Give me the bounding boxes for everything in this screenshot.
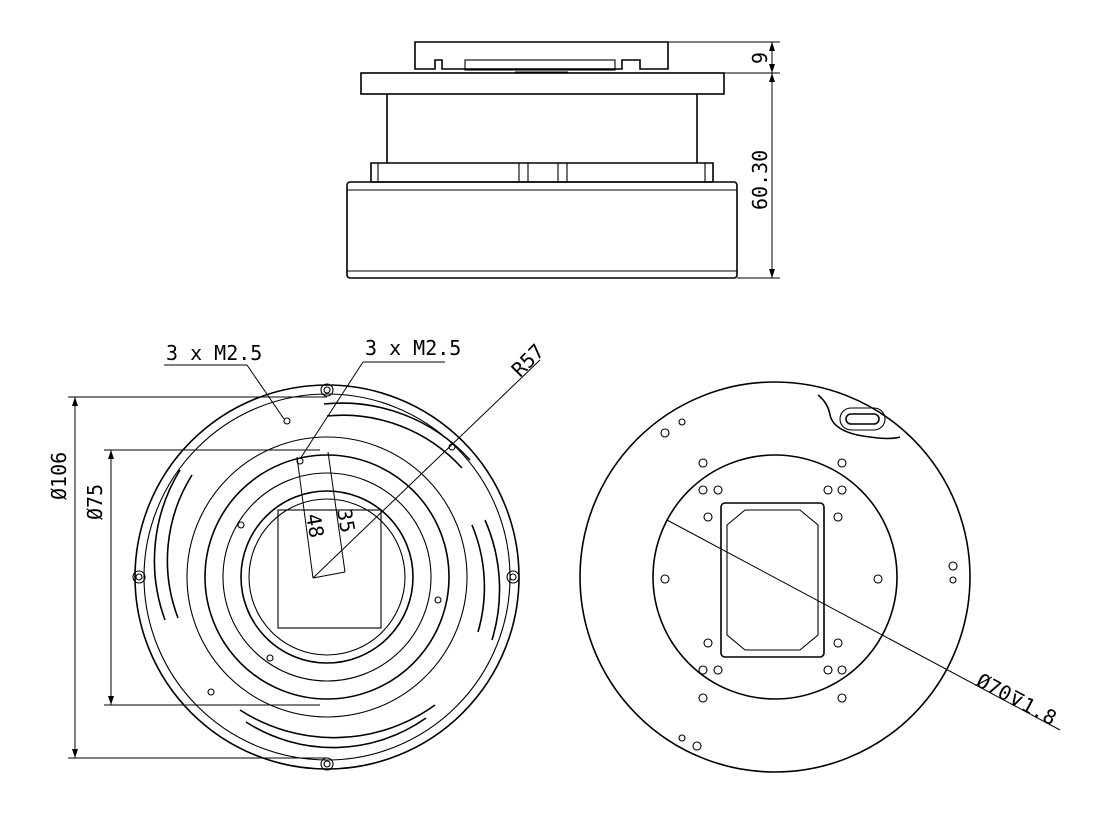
dim-48-label: 48 — [301, 512, 329, 540]
side-view — [346, 41, 780, 279]
radius-label: R57 — [507, 339, 550, 382]
callout-left-label: 3 x M2.5 — [166, 341, 262, 365]
dia-106-label: Ø106 — [47, 452, 71, 500]
front-view — [68, 359, 541, 771]
rear-view — [579, 381, 1061, 773]
callout-right-label: 3 x M2.5 — [365, 336, 461, 360]
dia-75-label: Ø75 — [83, 484, 107, 520]
dia-70-label: Ø70⊽1.8 — [973, 668, 1061, 730]
dim-35-label: 35 — [332, 507, 360, 535]
height-top-label: 9 — [748, 52, 772, 64]
height-total-label: 60.30 — [748, 150, 772, 210]
